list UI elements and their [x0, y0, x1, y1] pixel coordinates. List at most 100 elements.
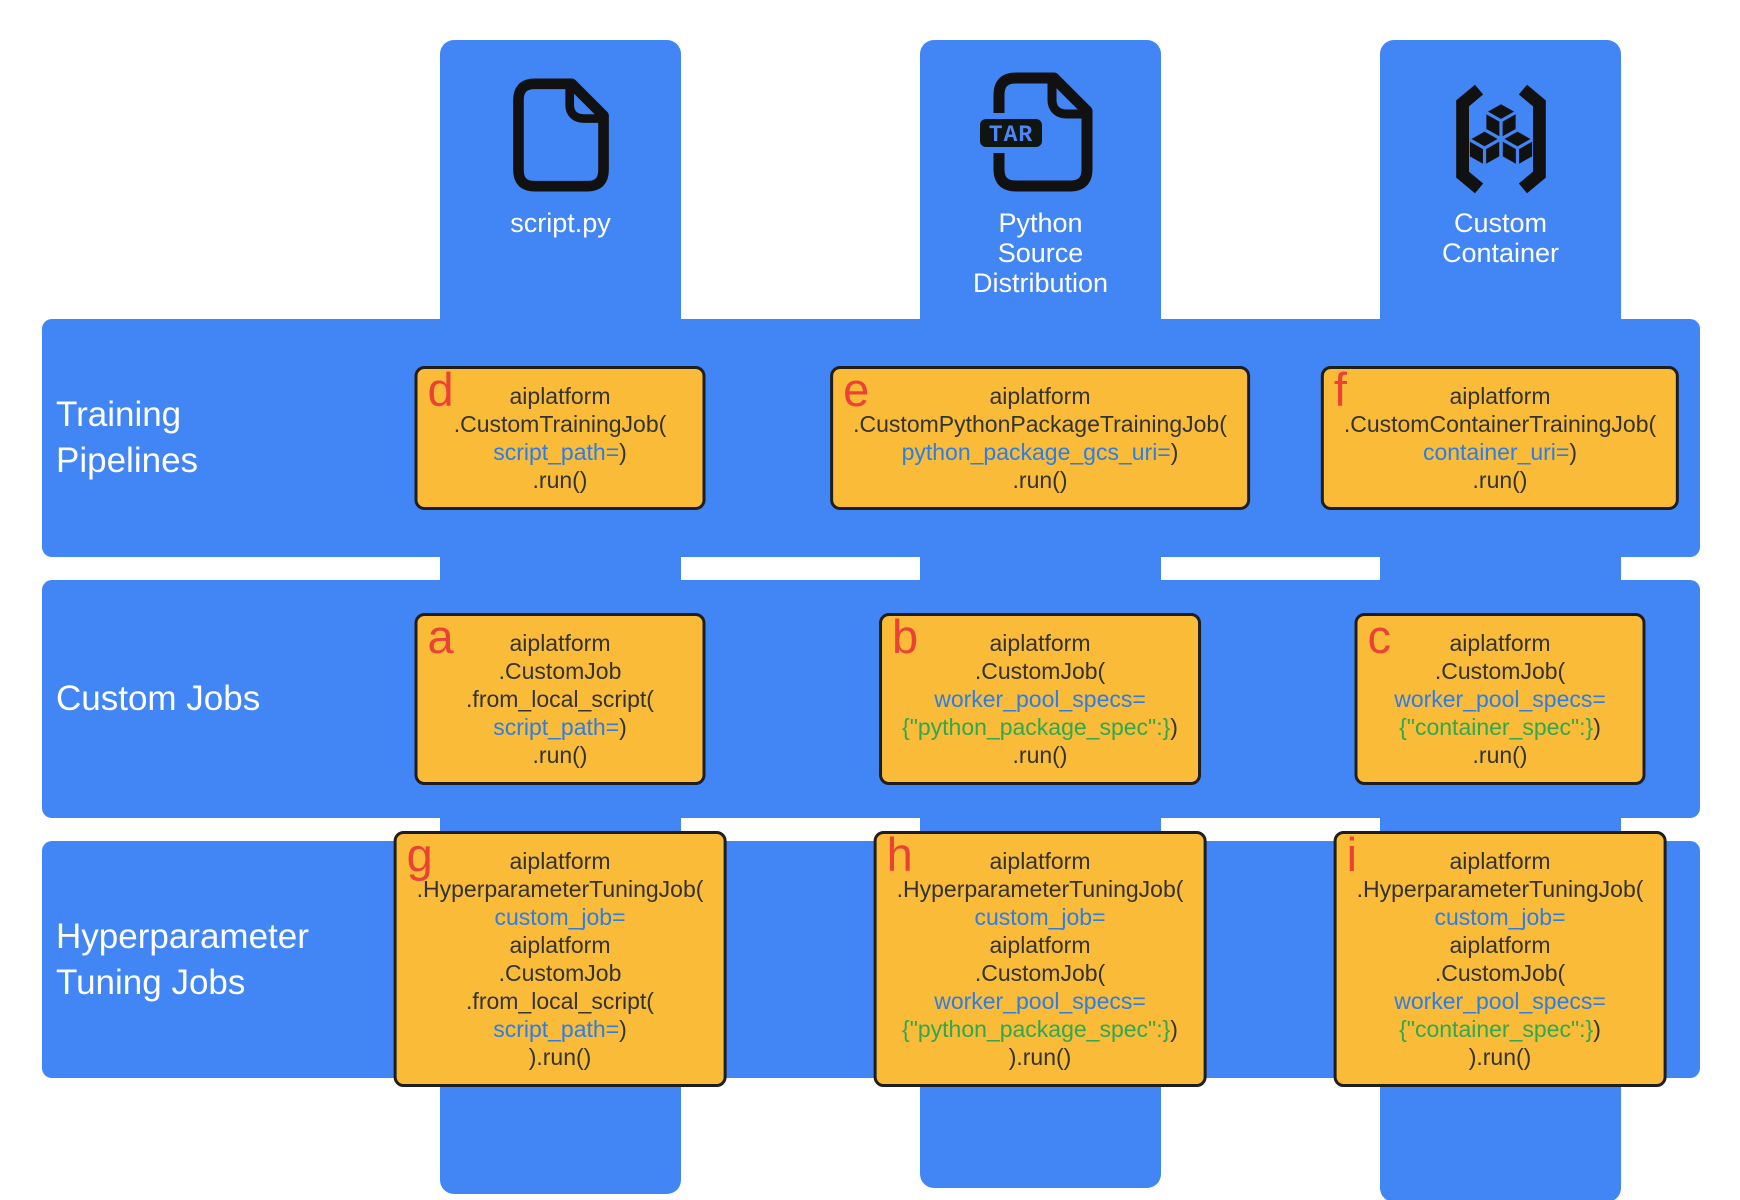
row-label-line: Tuning Jobs	[56, 962, 246, 1002]
code-box-g: g aiplatform.HyperparameterTuningJob(cus…	[393, 828, 727, 1087]
code-segment: .CustomJob(	[974, 960, 1106, 986]
code-segment: custom_job=	[974, 904, 1106, 930]
code-line: .CustomTrainingJob(	[438, 410, 683, 438]
code-segment: aiplatform	[1449, 630, 1551, 656]
code-segment: )	[1593, 714, 1601, 740]
code-line: script_path=)	[438, 438, 683, 466]
code-segment: .CustomContainerTrainingJob(	[1343, 411, 1657, 437]
row-label-hyperparameter-tuning-jobs: Hyperparameter Tuning Jobs	[42, 914, 309, 1006]
code-line: container_uri=)	[1344, 438, 1656, 466]
code-line: aiplatform	[417, 931, 704, 959]
row-label-line: Hyperparameter	[56, 916, 309, 956]
code-segment: aiplatform	[989, 848, 1091, 874]
code-line: aiplatform	[1357, 847, 1644, 875]
cell-letter-i: i	[1346, 828, 1358, 881]
code-segment: )	[619, 439, 627, 465]
code-box-a: a aiplatform.CustomJob.from_local_script…	[414, 610, 706, 785]
code-segment: .CustomJob(	[1434, 960, 1566, 986]
code-line: .HyperparameterTuningJob(	[897, 875, 1184, 903]
code-segment: ).run()	[1008, 1044, 1072, 1070]
code-segment: script_path=	[493, 714, 620, 740]
code-segment: .from_local_script(	[466, 988, 654, 1014]
code-segment: {"container_spec":}	[1399, 1016, 1594, 1042]
code-line: .CustomJob(	[1378, 657, 1623, 685]
code-text-d: aiplatform.CustomTrainingJob(script_path…	[438, 382, 683, 494]
container-icon	[1455, 84, 1546, 194]
code-segment: aiplatform	[989, 932, 1091, 958]
column-label-line: Python	[998, 208, 1083, 238]
code-line: .HyperparameterTuningJob(	[417, 875, 704, 903]
code-segment: )	[619, 714, 627, 740]
code-line: .from_local_script(	[438, 685, 683, 713]
code-segment: .run()	[1012, 742, 1068, 768]
code-line: worker_pool_specs=	[1357, 987, 1644, 1015]
code-segment: )	[1170, 439, 1179, 465]
code-segment: )	[1593, 1016, 1601, 1042]
code-line: worker_pool_specs=	[1378, 685, 1623, 713]
code-segment: aiplatform	[509, 932, 611, 958]
code-line: python_package_gcs_uri=)	[853, 438, 1227, 466]
code-segment: worker_pool_specs=	[934, 686, 1146, 712]
code-text-e: aiplatform.CustomPythonPackageTrainingJo…	[853, 382, 1227, 494]
cell-letter-d: d	[427, 363, 454, 416]
column-label-script-py: script.py	[510, 208, 611, 238]
code-line: aiplatform	[438, 382, 683, 410]
code-line: aiplatform	[853, 382, 1227, 410]
code-segment: .CustomTrainingJob(	[453, 411, 667, 437]
cell-letter-a: a	[427, 610, 454, 663]
code-line: ).run()	[417, 1043, 704, 1071]
code-text-a: aiplatform.CustomJob.from_local_script(s…	[438, 629, 683, 769]
code-line: .HyperparameterTuningJob(	[1357, 875, 1644, 903]
code-line: aiplatform	[897, 931, 1184, 959]
code-segment: .HyperparameterTuningJob(	[896, 876, 1184, 902]
cell-letter-g: g	[406, 828, 433, 881]
code-line: {"container_spec":})	[1378, 713, 1623, 741]
code-segment: )	[619, 1016, 627, 1042]
code-text-h: aiplatform.HyperparameterTuningJob(custo…	[897, 847, 1184, 1071]
cell-letter-e: e	[843, 363, 870, 416]
code-line: aiplatform	[1378, 629, 1623, 657]
column-label-line: Container	[1441, 238, 1560, 268]
file-document-icon	[512, 78, 609, 192]
row-label-line: Custom Jobs	[56, 679, 261, 718]
code-line: aiplatform	[417, 847, 704, 875]
code-segment: container_uri=	[1422, 439, 1570, 465]
code-segment: .run()	[532, 467, 588, 493]
tar-file-icon: TAR	[973, 72, 1092, 192]
code-segment: ).run()	[1468, 1044, 1532, 1070]
tar-badge-text: TAR	[988, 122, 1032, 148]
code-text-b: aiplatform.CustomJob(worker_pool_specs={…	[902, 629, 1178, 769]
code-line: ).run()	[897, 1043, 1184, 1071]
code-line: .CustomJob(	[1357, 959, 1644, 987]
code-segment: worker_pool_specs=	[1394, 686, 1606, 712]
code-box-h: h aiplatform.HyperparameterTuningJob(cus…	[873, 828, 1207, 1087]
code-segment: .HyperparameterTuningJob(	[416, 876, 704, 902]
code-box-f: f aiplatform.CustomContainerTrainingJob(…	[1320, 363, 1680, 510]
code-segment: aiplatform	[1449, 383, 1551, 409]
code-line: .run()	[1344, 466, 1656, 494]
code-line: .CustomJob(	[902, 657, 1178, 685]
code-line: {"python_package_spec":})	[902, 713, 1178, 741]
code-line: aiplatform	[897, 847, 1184, 875]
code-segment: aiplatform	[1449, 932, 1551, 958]
cell-letter-f: f	[1333, 363, 1347, 416]
code-segment: script_path=	[493, 1016, 620, 1042]
code-segment: aiplatform	[509, 848, 611, 874]
cell-letter-c: c	[1367, 610, 1392, 663]
code-line: .from_local_script(	[417, 987, 704, 1015]
code-segment: .CustomJob	[498, 960, 622, 986]
code-line: aiplatform	[438, 629, 683, 657]
code-text-g: aiplatform.HyperparameterTuningJob(custo…	[417, 847, 704, 1071]
column-label-python-source: Python Source Distribution	[973, 208, 1108, 298]
code-line: worker_pool_specs=	[897, 987, 1184, 1015]
code-segment: custom_job=	[1434, 904, 1566, 930]
cell-letter-h: h	[886, 828, 913, 881]
cell-letter-b: b	[892, 610, 919, 663]
code-segment: {"python_package_spec":}	[902, 1016, 1171, 1042]
code-segment: {"container_spec":}	[1399, 714, 1594, 740]
code-line: .run()	[1378, 741, 1623, 769]
code-segment: .run()	[1472, 467, 1528, 493]
code-segment: python_package_gcs_uri=	[901, 439, 1171, 465]
code-segment: .CustomJob	[498, 658, 622, 684]
